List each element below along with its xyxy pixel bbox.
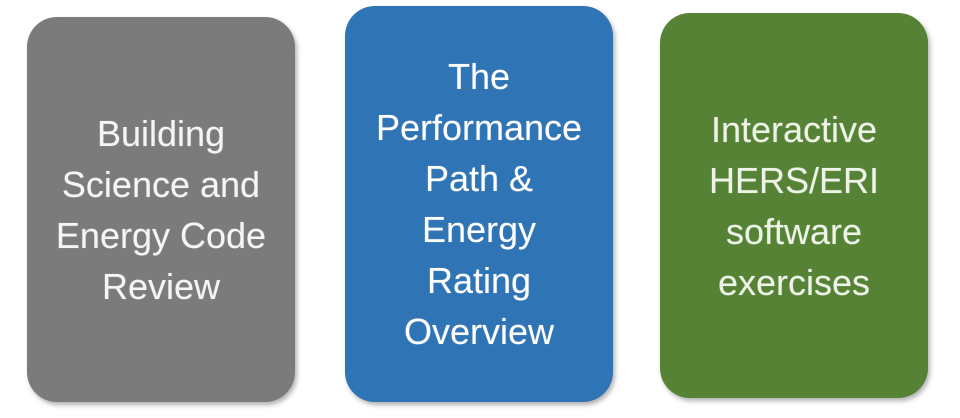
- card-performance-path-rating-overview: The Performance Path & Energy Rating Ove…: [345, 6, 613, 402]
- card-interactive-hers-eri-exercises-label: Interactive HERS/ERI software exercises: [708, 108, 880, 303]
- card-building-science-review-label: Building Science and Energy Code Review: [55, 112, 267, 307]
- card-performance-path-rating-overview-label: The Performance Path & Energy Rating Ove…: [375, 56, 583, 352]
- card-interactive-hers-eri-exercises: Interactive HERS/ERI software exercises: [660, 13, 928, 398]
- card-building-science-review: Building Science and Energy Code Review: [27, 17, 295, 402]
